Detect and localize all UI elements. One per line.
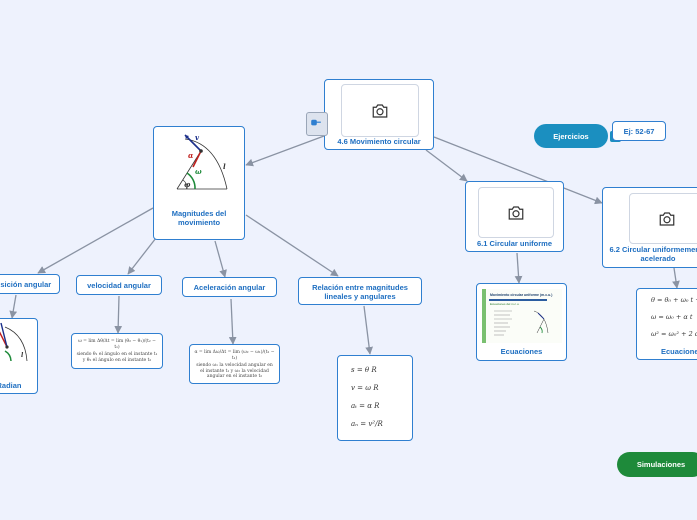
magnitudes-node[interactable]: v α ω φ l Magnitudes del movimiento xyxy=(153,126,245,240)
relacion-label: Relación entre magnitudes lineales y ang… xyxy=(312,283,408,302)
posicion-angular-label: Posición angular xyxy=(0,280,52,289)
velocidad-formula-card[interactable]: ω = lim Δθ/Δt = lim (θ₂ − θ₁)/(t₂ − t₁) … xyxy=(71,333,163,369)
camera-icon xyxy=(372,103,388,118)
aceleracion-formula-eq: α = lim Δω/Δt = lim (ω₂ − ω₁)/(t₂ − t₁) xyxy=(194,350,275,361)
ej-label: Ej: 52-67 xyxy=(623,127,655,136)
acel-formula-1: θ = θ₀ + ω₀ t + ½ α t² xyxy=(651,296,697,304)
uniforme-node[interactable]: 6.1 Circular uniforme xyxy=(465,181,564,252)
thumb-sub: Ecuaciones del m.c.u. xyxy=(490,302,520,306)
ej-node[interactable]: Ej: 52-67 xyxy=(612,121,666,141)
aceleracion-formula-desc: siendo ω₁ la velocidad angular en el ins… xyxy=(196,362,273,380)
root-image xyxy=(341,84,419,137)
l-label: l xyxy=(223,162,226,171)
camera-icon xyxy=(508,205,524,220)
posicion-angular-node[interactable]: Posición angular xyxy=(0,274,60,294)
v-label: v xyxy=(195,133,200,142)
aceleracion-angular-node[interactable]: Aceleración angular xyxy=(182,277,277,297)
thumb-title: Movimiento circular uniforme (m.c.u.) xyxy=(490,293,553,297)
formula-an: aₙ = v²/R xyxy=(351,420,383,428)
root-label: 4.6 Movimiento circular xyxy=(337,137,421,146)
acel-formula-3: ω² = ω₀² + 2 α θ xyxy=(651,330,697,338)
omega-label: ω xyxy=(195,167,202,176)
angular-diagram: v α ω φ l xyxy=(176,133,228,190)
root-node[interactable]: 4.6 Movimiento circular xyxy=(324,79,434,150)
simulaciones-label: Simulaciones xyxy=(636,460,686,469)
simulaciones-pill[interactable]: Simulaciones xyxy=(617,452,697,477)
ecuaciones-uniforme-thumb: Movimiento circular uniforme (m.c.u.) Ec… xyxy=(482,289,562,343)
radian-diagram: l xyxy=(0,322,28,362)
formula-s: s = θ R xyxy=(351,366,377,374)
uniforme-image xyxy=(478,187,554,238)
uniforme-label: 6.1 Circular uniforme xyxy=(476,239,553,248)
radian-node[interactable]: l Radian xyxy=(0,318,38,394)
ejercicios-label: Ejercicios xyxy=(553,131,589,141)
acel-formula-2: ω = ω₀ + α t xyxy=(651,313,693,321)
thumb-graphic xyxy=(494,310,549,336)
magnitudes-label: Magnitudes del movimiento xyxy=(171,209,227,228)
camera-icon xyxy=(659,211,675,226)
phi-label: φ xyxy=(184,180,191,189)
velocidad-angular-label: velocidad angular xyxy=(87,281,151,290)
link-widget[interactable] xyxy=(306,112,328,136)
acelerado-image xyxy=(629,193,697,244)
ecuaciones-uniforme-label: Ecuaciones xyxy=(500,347,543,356)
aceleracion-angular-label: Aceleración angular xyxy=(193,283,266,292)
radian-label: Radian xyxy=(0,381,22,390)
formula-v: v = ω R xyxy=(351,384,379,392)
formula-at: aₜ = α R xyxy=(351,402,380,410)
acelerado-node[interactable]: 6.2 Circular uniformemente acelerado xyxy=(602,187,697,268)
ecuaciones-acelerado-node[interactable]: θ = θ₀ + ω₀ t + ½ α t² ω = ω₀ + α t ω² =… xyxy=(636,288,697,360)
link-icon xyxy=(311,119,321,126)
acelerado-label: 6.2 Circular uniformemente acelerado xyxy=(609,245,697,264)
velocidad-formula-eq: ω = lim Δθ/Δt = lim (θ₂ − θ₁)/(t₂ − t₁) xyxy=(78,339,156,350)
alpha-label: α xyxy=(188,151,194,160)
velocidad-formula-desc: siendo θ₁ el ángulo en el instante t₁ y … xyxy=(76,351,158,363)
svg-text:l: l xyxy=(21,352,24,359)
ecuaciones-acelerado-label: Ecuaciones xyxy=(661,347,697,356)
ejercicios-pill[interactable]: Ejercicios xyxy=(534,124,608,148)
relacion-node[interactable]: Relación entre magnitudes lineales y ang… xyxy=(298,277,422,305)
aceleracion-formula-card[interactable]: α = lim Δω/Δt = lim (ω₂ − ω₁)/(t₂ − t₁) … xyxy=(189,344,280,384)
ecuaciones-uniforme-node[interactable]: Movimiento circular uniforme (m.c.u.) Ec… xyxy=(476,283,567,361)
relacion-formulas-card[interactable]: s = θ R v = ω R aₜ = α R aₙ = v²/R xyxy=(337,355,413,441)
velocidad-angular-node[interactable]: velocidad angular xyxy=(76,275,162,295)
